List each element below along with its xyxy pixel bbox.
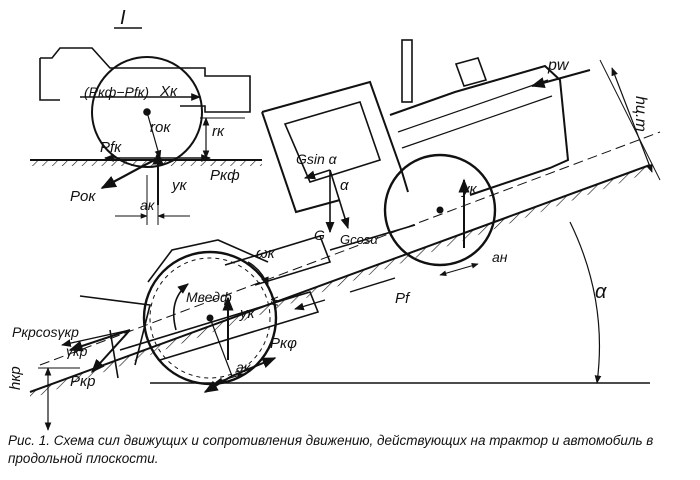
m-vedf-label: Mведф — [186, 289, 232, 305]
p-f-label: Pf — [395, 290, 411, 307]
p-ok-label: Pок — [70, 188, 96, 205]
figure-caption: Рис. 1. Схема сил движущих и сопротивлен… — [8, 433, 654, 466]
p-kf-front-label: Pкφ — [270, 335, 297, 352]
p-w-label: pw — [547, 57, 570, 74]
y-k-front-label: yк — [239, 305, 256, 322]
r-ok-label: rок — [150, 119, 171, 136]
detail-inset-labels: I (Pкф−Pfк) Xк rок rк Pfк Pкф Pок yк aк — [70, 7, 240, 213]
p-kf-top-label: Pкф — [210, 167, 240, 184]
vehicle-labels: pw hц.т Gsin α α G Gcosα yк aн ωк Mведф … — [7, 57, 649, 390]
alpha-big-label: α — [595, 281, 607, 303]
r-k-label: rк — [212, 123, 225, 140]
h-ct-label: hц.т — [632, 96, 649, 132]
a-n-label: aн — [492, 249, 508, 265]
a-k-label: aк — [140, 197, 156, 213]
detail-inset — [30, 47, 262, 225]
a-k-front-label: aк — [236, 359, 252, 375]
detail-marker: I — [120, 7, 126, 29]
g-cos-label: Gcosα — [340, 232, 378, 247]
g-label: G — [314, 227, 325, 243]
x-k-label: Xк — [159, 83, 178, 100]
alpha-small-label: α — [340, 177, 349, 194]
p-kr-label: Pкр — [70, 373, 95, 390]
tractor-body — [79, 39, 570, 379]
p-fk-top-label: Pfк — [100, 139, 122, 156]
slope-ground — [29, 164, 651, 399]
r-k-front-label: rк — [266, 295, 281, 306]
y-k-rear-label: yк — [461, 181, 478, 198]
vehicle-forces — [38, 59, 661, 431]
p-kr-cos-label: Pкрcosγкр — [12, 324, 79, 340]
detail-top-label: (Pкф−Pfк) — [84, 84, 149, 100]
h-kr-label: hкр — [7, 366, 24, 390]
y-k-top-label: yк — [171, 177, 188, 194]
omega-k-label: ωк — [256, 245, 276, 262]
g-sin-label: Gsin α — [296, 151, 338, 167]
gamma-kr-label: γкр — [66, 343, 88, 359]
